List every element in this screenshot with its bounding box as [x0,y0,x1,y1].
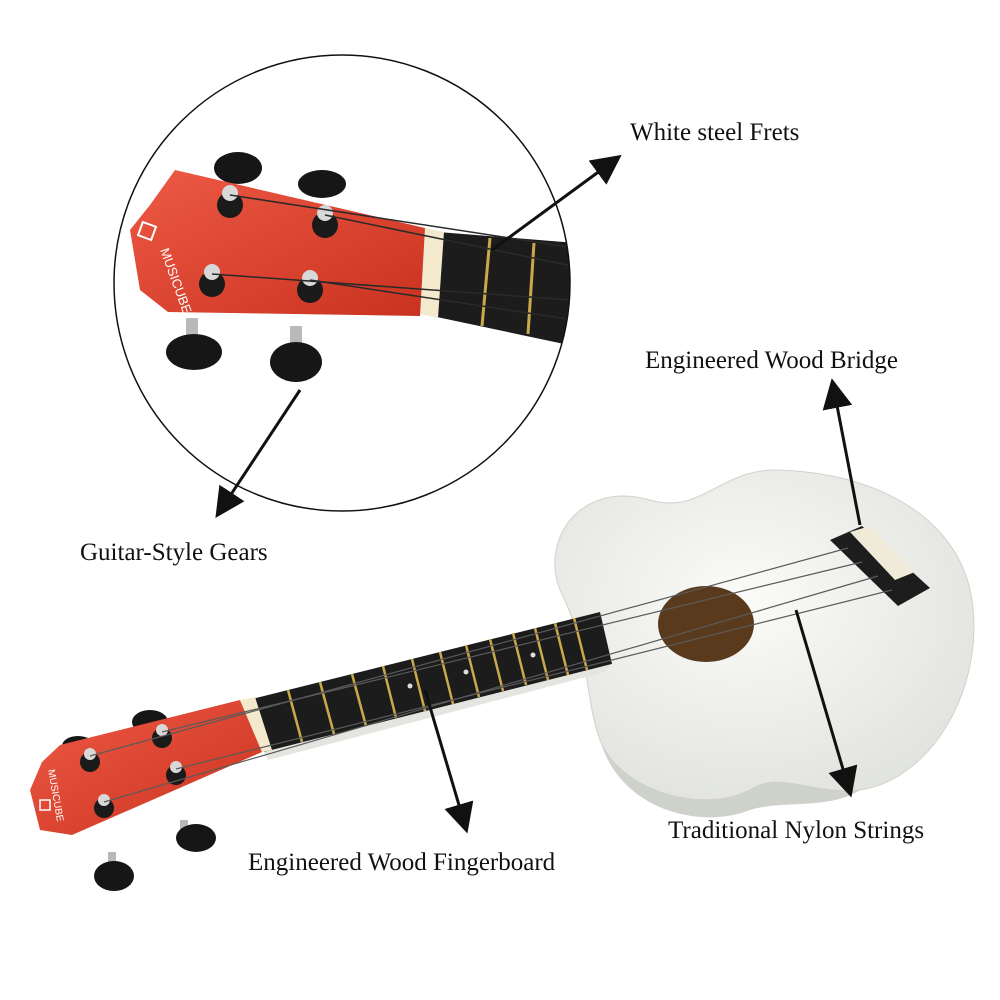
zoom-detail: MUSICUBE [113,54,571,512]
zoom-circle-border [113,54,571,512]
sound-hole [658,586,754,662]
frets [286,617,589,743]
strings [89,547,893,803]
headstock [30,700,262,835]
arrow-frets [491,154,622,252]
ukulele: MUSICUBE [30,469,975,891]
arrow-strings [794,609,858,798]
label-guitar-style-gears: Guitar-Style Gears [80,539,268,566]
label-traditional-nylon-strings: Traditional Nylon Strings [668,817,925,844]
tuner-button-icon [214,152,262,184]
arrow-fingerboard [423,689,474,834]
label-white-steel-frets: White steel Frets [630,119,800,146]
callout-arrows [215,154,862,834]
tuner-button-icon [94,861,134,891]
arrow-bridge [822,378,862,526]
tuner-button-icon [176,824,216,852]
arrow-gears [215,389,302,519]
tuner-button-icon [270,342,322,382]
fingerboard [248,612,612,752]
zoom-nut [420,228,444,318]
zoom-fingerboard [432,232,570,360]
label-engineered-wood-fingerboard: Engineered Wood Fingerboard [248,849,556,876]
bridge [830,526,930,606]
tuner-button-icon [166,334,222,370]
label-engineered-wood-bridge: Engineered Wood Bridge [645,347,899,374]
tuner-button-icon [298,170,346,198]
ukulele-body [554,469,975,801]
